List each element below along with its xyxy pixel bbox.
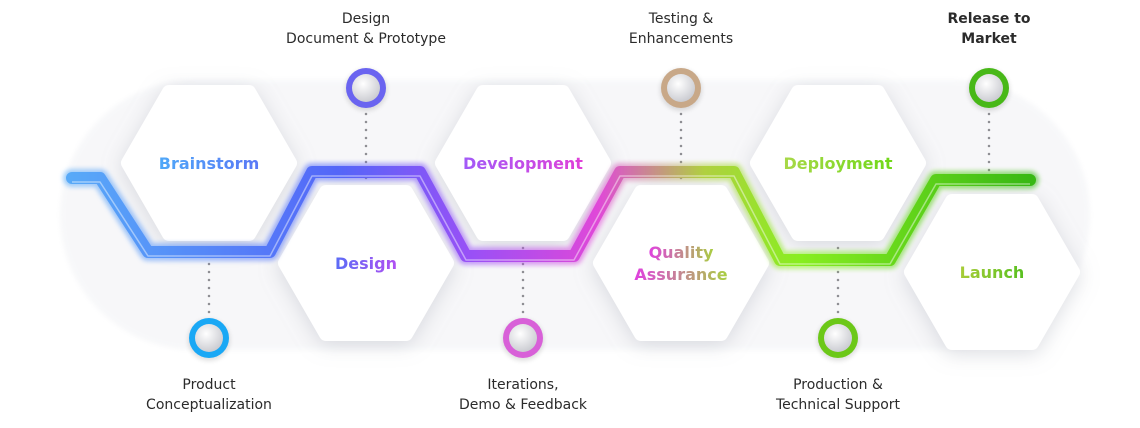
timeline-path <box>66 166 1036 266</box>
milestone-label-line2: Market <box>961 31 1017 47</box>
stage-hexagon <box>121 85 297 241</box>
stage-label: Development <box>463 154 583 173</box>
milestone-marker-icon <box>968 68 1010 111</box>
milestone-label-line1: Product <box>182 377 236 393</box>
milestone-label: Production & Technical Support <box>738 375 938 415</box>
milestone-label-line1: Testing & <box>648 11 714 27</box>
stage-label: Design <box>335 254 397 273</box>
milestone-label-line1: Production & <box>793 377 883 393</box>
milestone-marker-icon <box>817 318 859 361</box>
milestone-label-line1: Iterations, <box>487 377 559 393</box>
milestone-label-line1: Release to <box>947 11 1031 27</box>
stage-hexagon <box>750 85 926 241</box>
stage-label: Assurance <box>634 265 727 284</box>
stage-hexagon <box>435 85 611 241</box>
stage-hexagon <box>278 185 454 341</box>
milestone-marker-icon <box>502 318 544 361</box>
milestone-label-line1: Design <box>341 11 391 27</box>
stage-label: Brainstorm <box>159 154 259 173</box>
milestone-label: Release to Market <box>889 9 1089 49</box>
stage-hexagon <box>593 185 769 341</box>
stage-hexagon <box>904 194 1080 350</box>
milestone-label-line2: Document & Prototype <box>286 31 446 47</box>
stage-label: Deployment <box>783 154 892 173</box>
milestone-marker-icon <box>188 318 230 361</box>
milestone-label-line2: Technical Support <box>775 397 901 413</box>
milestone-marker-icon <box>660 68 702 111</box>
stage-label: Launch <box>960 263 1025 282</box>
milestone-label: Iterations, Demo & Feedback <box>423 375 623 415</box>
milestone-label-line2: Enhancements <box>628 31 734 47</box>
stage-label: Quality <box>649 243 714 262</box>
milestone-label-line2: Conceptualization <box>146 397 272 413</box>
milestone-label: Testing & Enhancements <box>581 9 781 49</box>
milestone-label-line2: Demo & Feedback <box>458 397 588 413</box>
milestone-marker-icon <box>345 68 387 111</box>
